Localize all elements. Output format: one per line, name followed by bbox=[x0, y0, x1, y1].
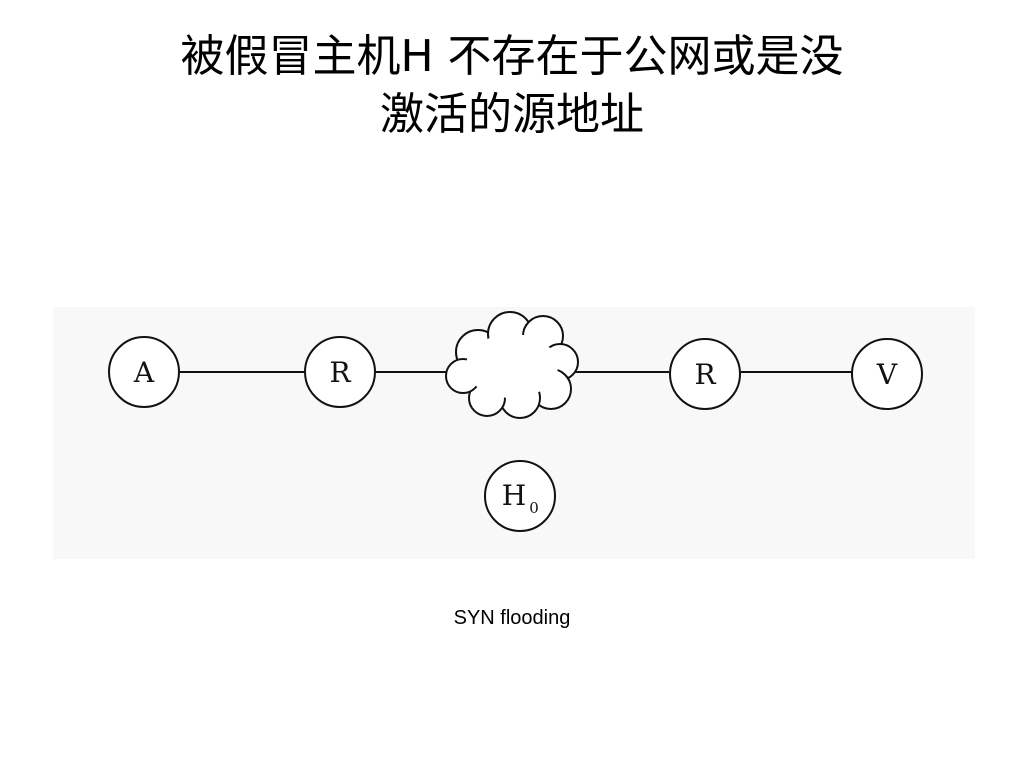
node-spoofed-host-subscript: 0 bbox=[529, 499, 539, 517]
node-router-left-label: R bbox=[329, 356, 351, 389]
node-spoofed-host: H 0 bbox=[484, 460, 556, 532]
node-spoofed-host-label: H bbox=[502, 479, 526, 512]
node-attacker: A bbox=[108, 336, 180, 408]
title-line-1: 被假冒主机H 不存在于公网或是没 bbox=[180, 31, 844, 82]
slide-title: 被假冒主机H 不存在于公网或是没 激活的源地址 bbox=[60, 28, 964, 144]
internet-cloud-icon bbox=[445, 311, 579, 419]
node-attacker-label: A bbox=[133, 356, 155, 389]
node-router-right-label: R bbox=[694, 358, 716, 391]
diagram-caption: SYN flooding bbox=[453, 607, 571, 629]
node-router-right: R bbox=[669, 338, 741, 410]
node-victim-label: V bbox=[876, 358, 898, 391]
title-line-2: 激活的源地址 bbox=[380, 89, 644, 140]
node-router-left: R bbox=[304, 336, 376, 408]
node-victim: V bbox=[851, 338, 923, 410]
